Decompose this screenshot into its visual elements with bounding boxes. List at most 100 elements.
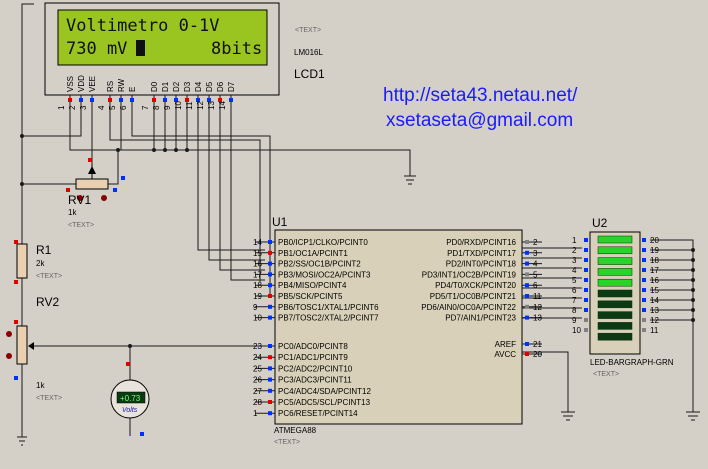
rv2-adjust-up[interactable] [6, 331, 12, 337]
u1-pin-number: 17 [253, 270, 262, 279]
rv1-potentiometer[interactable] [75, 164, 109, 201]
u1-pin-name: PC0/ADC0/PCINT8 [278, 342, 348, 351]
u1-pin-state [525, 272, 529, 277]
u1-pin-number: 9 [253, 303, 258, 312]
rv1-text-tag: <TEXT> [68, 222, 94, 229]
u2-part-label: LED-BARGRAPH-GRN [590, 358, 674, 367]
u1-pin-state [525, 283, 529, 288]
u1-pin-name: PB0/ICP1/CLKO/PCINT0 [278, 238, 368, 247]
voltmeter-unit: Volts [122, 407, 138, 414]
lcd-line-2: 730 mV [66, 39, 127, 59]
r1-resistor[interactable] [16, 243, 28, 279]
u2-segment-group [597, 235, 633, 341]
u2-pin-state [584, 308, 588, 312]
rv2-adjust-down[interactable] [6, 353, 12, 359]
u2-led-segment [597, 289, 633, 298]
rv2-value-label: 1k [36, 381, 45, 390]
u2-pin-state [584, 318, 588, 322]
lcd-pin-label: D4 [194, 81, 203, 92]
u1-pin-number: 26 [253, 376, 262, 385]
u1-pin-name: PC2/ADC2/PCINT10 [278, 364, 353, 373]
lcd-cursor-block [136, 40, 145, 56]
u2-pin-number: 20 [650, 236, 659, 245]
u1-pin-number: 13 [533, 314, 542, 323]
u1-pin-name: PB5/SCK/PCINT5 [278, 292, 343, 301]
u1-pin-name: PB4/MISO/PCINT4 [278, 281, 347, 290]
lcd-pin-state [174, 98, 178, 102]
u1-pin-number: 16 [253, 260, 262, 269]
u2-pin-state [584, 248, 588, 252]
u1-pin-name: PB7/TOSC2/XTAL2/PCINT7 [278, 314, 379, 323]
u1-pin-state [268, 250, 272, 255]
lcd-pin-state [90, 98, 94, 102]
u2-led-segment [597, 246, 633, 255]
lcd-pin-state [119, 98, 123, 102]
u1-pin-number: 1 [253, 409, 258, 418]
lcd-text-tag: <TEXT> [295, 27, 321, 34]
lcd-pin-state [68, 98, 72, 102]
r1-ref-label: R1 [36, 243, 52, 257]
u2-pin-number: 10 [572, 326, 581, 335]
u2-pin-number: 12 [650, 316, 659, 325]
dc-voltmeter[interactable]: +0.73 Volts [110, 379, 150, 419]
u2-led-segment [597, 278, 633, 287]
lcd-pin-state [207, 98, 211, 102]
u2-pin-state [584, 328, 588, 332]
u1-pin-state [268, 344, 272, 348]
u2-led-segment [597, 300, 633, 309]
u1-pin-number: 27 [253, 387, 262, 396]
u1-text-tag: <TEXT> [274, 439, 300, 446]
r1-text-tag: <TEXT> [36, 273, 62, 280]
u2-text-tag: <TEXT> [593, 371, 619, 378]
u2-pin-number: 13 [650, 306, 659, 315]
email-link[interactable]: xsetaseta@gmail.com [386, 110, 573, 131]
rv1-body [75, 178, 109, 190]
lcd-pin-number: 5 [108, 105, 117, 110]
u1-pin-number: 24 [253, 353, 262, 362]
u1-pin-number: 2 [533, 238, 538, 247]
u1-pin-number: 19 [253, 292, 262, 301]
rv1-adjust-left[interactable] [77, 195, 83, 201]
rv2-potentiometer[interactable] [6, 325, 34, 437]
u2-pin-state [642, 308, 646, 312]
u2-led-segment [597, 268, 633, 276]
u1-pin-state [268, 355, 272, 360]
lcd-screen [57, 9, 268, 66]
u1-pin-name: PD5/T1/OC0B/PCINT21 [430, 292, 517, 301]
rv1-adjust-right[interactable] [101, 195, 107, 201]
u1-pin-number: 12 [533, 303, 542, 312]
voltmeter-display [116, 391, 146, 404]
u1-pin-state [525, 240, 529, 244]
u2-pin-number: 16 [650, 276, 659, 285]
u2-pin-state [584, 288, 588, 292]
u2-pin-state [642, 318, 646, 322]
lcd-pin-number: 12 [196, 101, 205, 110]
u1-pin-name: PC1/ADC1/PCINT9 [278, 353, 348, 362]
voltmeter-reading: +0.73 [120, 394, 141, 403]
u2-pin-number: 7 [572, 296, 577, 305]
u2-led-segment [597, 311, 633, 319]
lcd-pin-number: 13 [207, 101, 216, 110]
u1-pin-state [525, 352, 529, 356]
lcd-pin-number: 7 [141, 105, 150, 110]
u2-pin-number: 14 [650, 296, 659, 305]
lcd-pin-state [185, 98, 189, 102]
lcd-pin-label: RS [106, 81, 115, 92]
lcd-pin-label: D1 [161, 81, 170, 92]
u1-pin-state [525, 294, 529, 298]
lcd-pin-group: VSS1VDD2VEE3RS4RW5E6D07D18D29D310D411D51… [57, 75, 236, 110]
r1-value-label: 2k [36, 259, 45, 268]
u2-pin-number: 19 [650, 246, 659, 255]
rv2-wiper-arrow [28, 342, 34, 350]
u1-pin-state [525, 304, 529, 309]
lcd-module[interactable]: Voltimetro 0-1V 730 mV 8bits VSS1VDD2VEE… [44, 2, 280, 110]
u1-pin-state [268, 377, 272, 382]
u1-pin-name: PD6/AIN0/OC0A/PCINT22 [421, 303, 516, 312]
website-link[interactable]: http://seta43.netau.net/ [383, 85, 578, 106]
lcd-pin-state [218, 98, 222, 102]
u1-pin-name: PC5/ADC5/SCL/PCINT13 [278, 398, 371, 407]
u1-pin-state [525, 342, 529, 346]
